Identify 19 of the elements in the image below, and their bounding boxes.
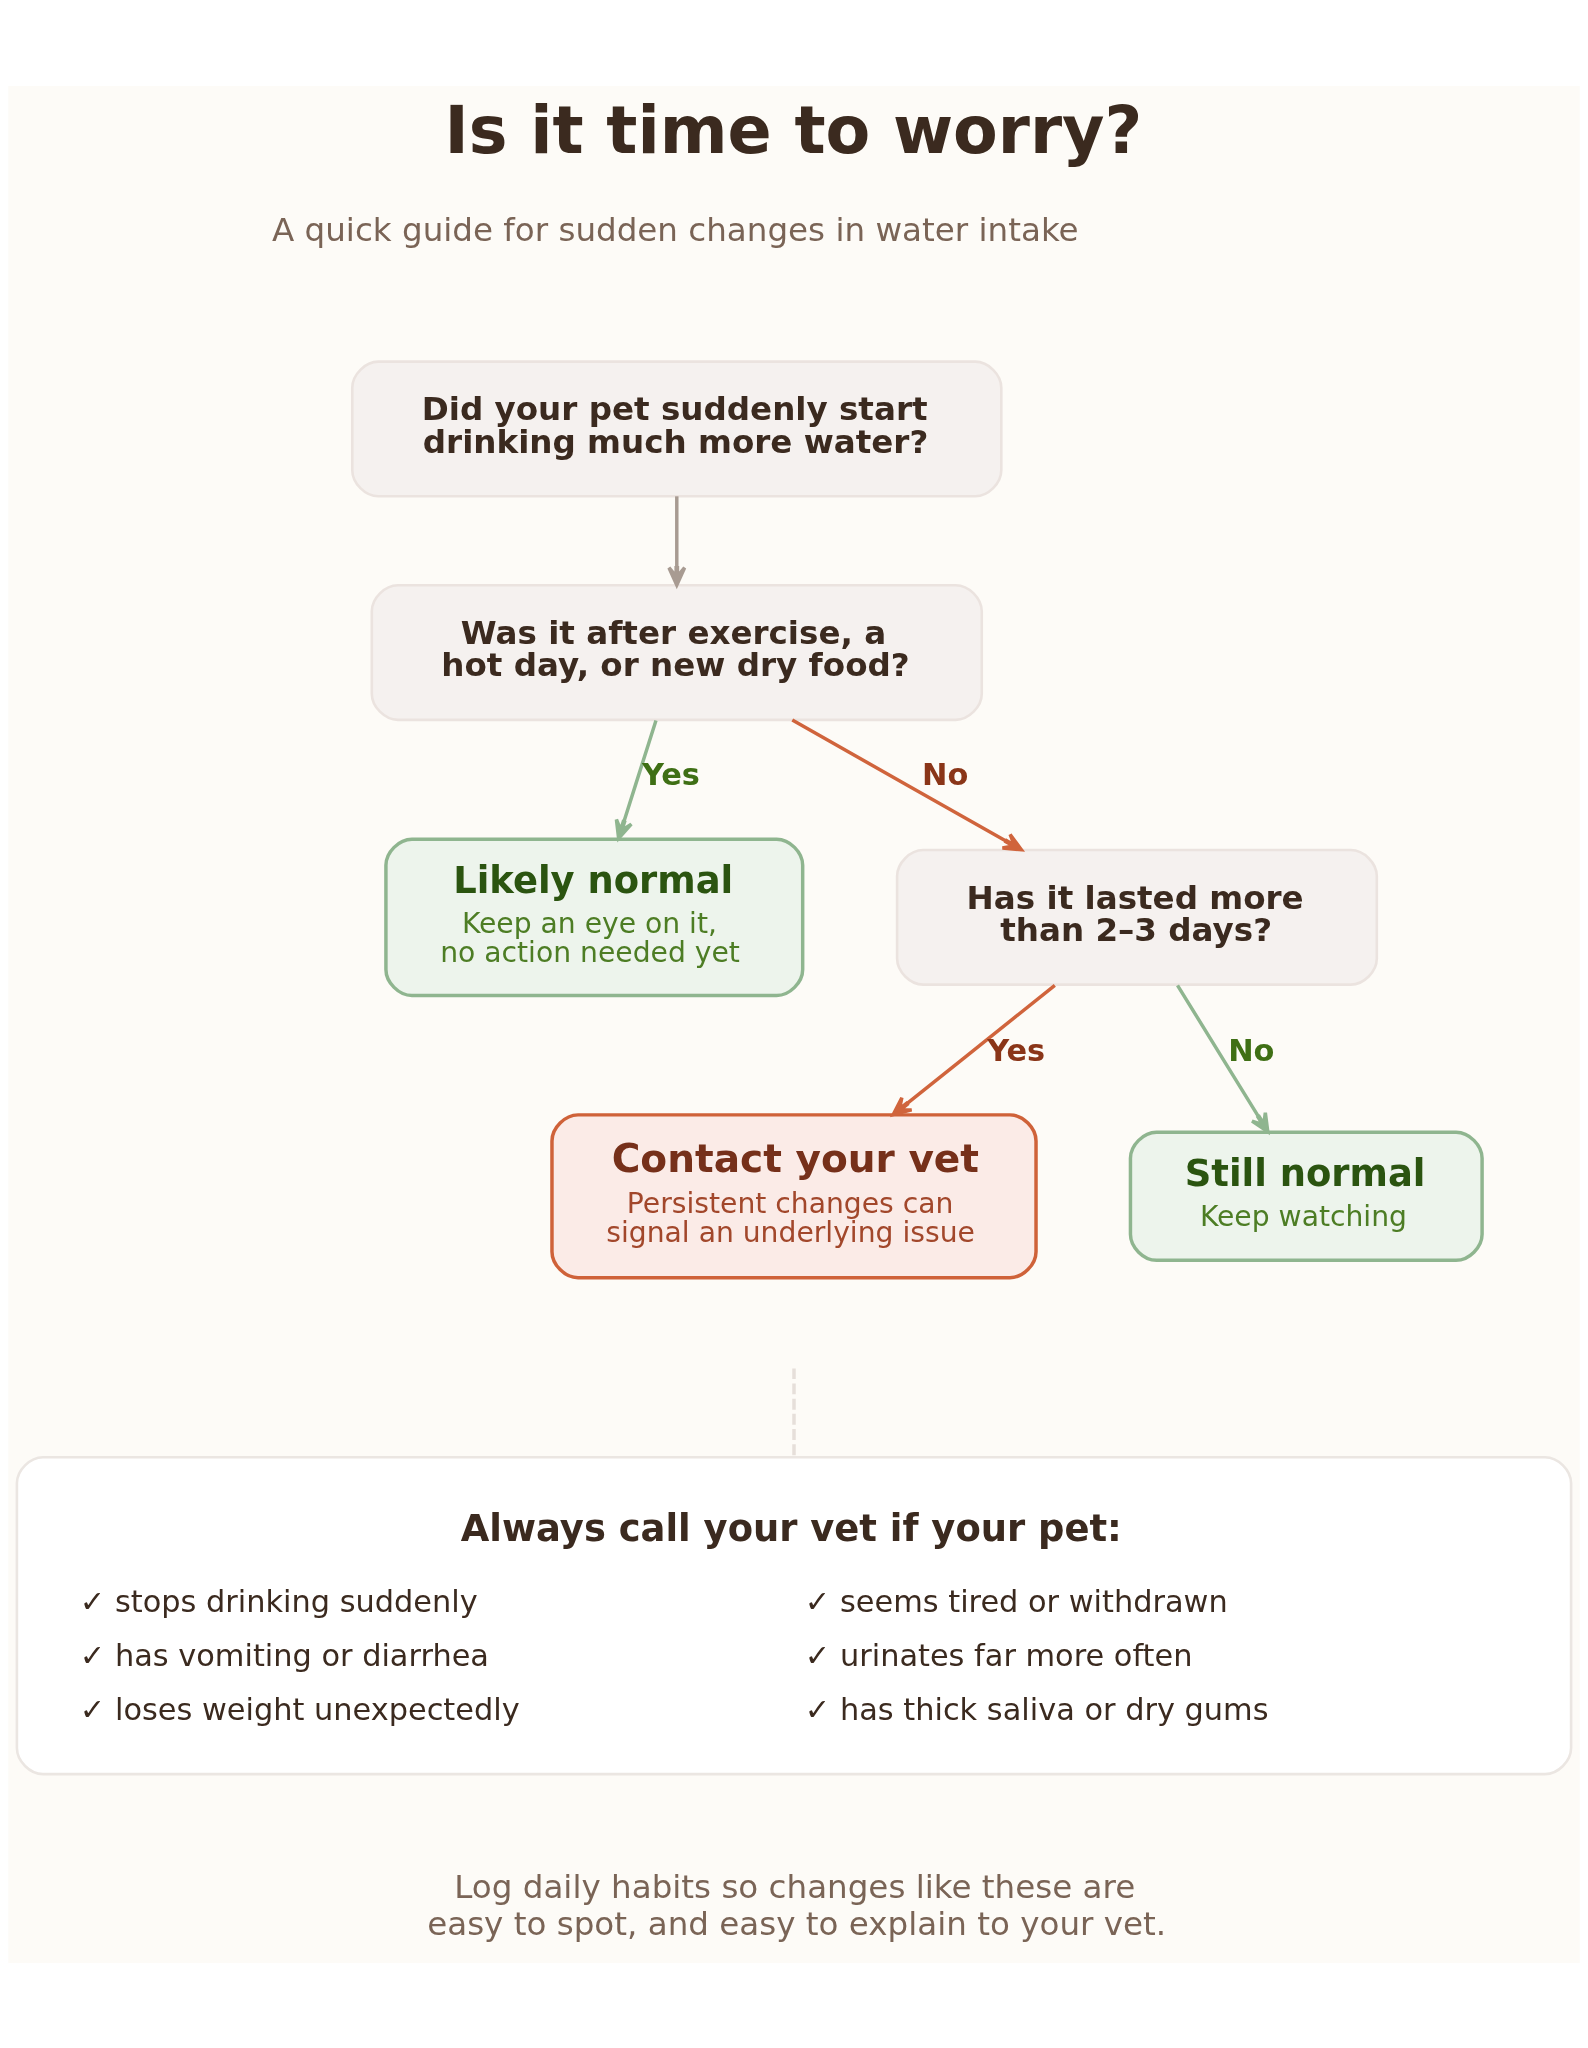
- arrow: [667, 495, 687, 587]
- edge-label: No: [1228, 1032, 1275, 1068]
- arrow: [891, 983, 1056, 1116]
- node-box: Did your pet suddenly start drinking much more water?: [350, 359, 1003, 498]
- edge-label: Yes: [642, 756, 700, 792]
- label: A quick guide for sudden changes in water intake: [271, 210, 1079, 249]
- node-box: Still normal Keep watching: [1128, 1130, 1484, 1262]
- node-box: Always call your vet if your pet: ✓ stops drinking suddenly ✓ seems tired or withdrawn ✓ has vomiting or diarrhea ✓ urinates far more often ✓ loses weight unexpectedly ✓ has thick saliva or dry gums: [15, 1455, 1573, 1775]
- node-box: Has it lasted more than 2–3 days?: [895, 848, 1379, 986]
- edge-label: Yes: [987, 1032, 1046, 1068]
- arrow: [614, 719, 658, 840]
- node-box: Likely normal Keep an eye on it, no action needed yet: [384, 836, 805, 997]
- node-box: Was it after exercise, a hot day, or new dry food?: [370, 583, 984, 721]
- arrow: [791, 718, 1024, 851]
- diagram-title: Is it time to worry?: [444, 92, 1143, 168]
- edge-label: No: [922, 756, 969, 792]
- label: Log daily habits so changes like these are easy to spot, and easy to explain to your vet.: [427, 1867, 1167, 1943]
- node-box: Contact your vet Persistent changes can signal an underlying issue: [550, 1112, 1038, 1279]
- arrow: [1176, 983, 1270, 1133]
